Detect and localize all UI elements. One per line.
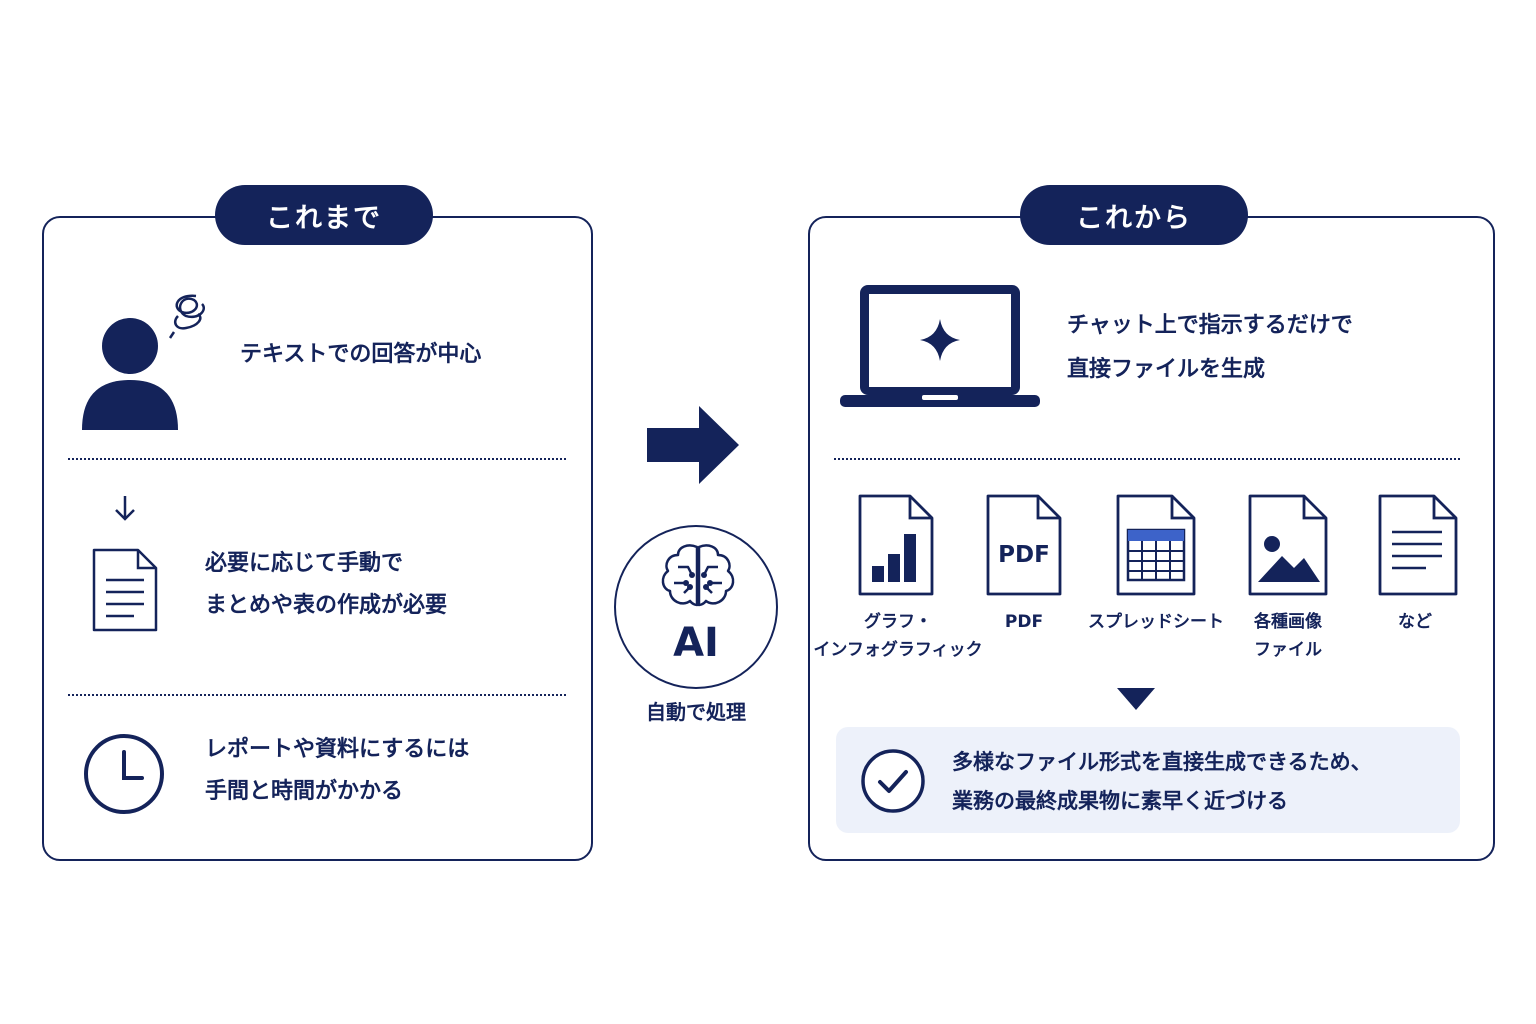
image-file-icon: [1246, 492, 1330, 598]
confused-person-icon: [78, 288, 218, 434]
after-intro-line-1: チャット上で指示するだけで: [1067, 313, 1353, 338]
chart-file-icon: [856, 492, 936, 598]
pdf-icon-label: PDF: [998, 542, 1050, 568]
result-box: [836, 727, 1460, 833]
text-file-icon: [1376, 492, 1460, 598]
before-row-2-line-1: 必要に応じて手動で: [205, 551, 404, 576]
pdf-file-icon: PDF: [984, 492, 1064, 598]
ai-badge: AI: [614, 525, 778, 689]
ai-label: AI: [673, 620, 719, 666]
file-type-label: スプレッドシート: [1080, 608, 1232, 636]
down-triangle-icon: [1117, 688, 1155, 710]
file-type-label: など: [1370, 608, 1460, 636]
before-row-2-line-2: まとめや表の作成が必要: [205, 593, 448, 618]
file-type-label: 各種画像 ファイル: [1236, 608, 1340, 664]
before-row-3-line-2: 手間と時間がかかる: [205, 779, 404, 804]
clock-icon: [82, 732, 166, 816]
auto-process-caption: 自動で処理: [646, 700, 746, 724]
divider: [68, 694, 566, 696]
before-row-1-text: テキストでの回答が中心: [240, 342, 482, 367]
laptop-sparkle-icon: [840, 283, 1040, 409]
result-line-1: 多様なファイル形式を直接生成できるため、: [952, 750, 1372, 774]
file-type-label: PDF: [974, 608, 1074, 636]
file-label-line: 各種画像: [1254, 612, 1322, 632]
result-line-2: 業務の最終成果物に素早く近づける: [952, 789, 1288, 813]
file-label-line: ファイル: [1254, 640, 1322, 660]
file-label-line: PDF: [1004, 612, 1044, 632]
spreadsheet-file-icon: [1114, 492, 1198, 598]
file-label-line: スプレッドシート: [1088, 612, 1224, 632]
after-tag: これから: [1020, 185, 1248, 245]
before-tag: これまで: [215, 185, 433, 245]
check-circle-icon: [860, 748, 926, 814]
file-label-line: インフォグラフィック: [813, 640, 983, 660]
document-icon: [90, 546, 160, 634]
after-intro-line-2: 直接ファイルを生成: [1067, 357, 1266, 382]
file-label-line: グラフ・: [864, 612, 932, 632]
before-row-3-line-1: レポートや資料にするには: [205, 737, 470, 762]
brain-icon: [656, 541, 740, 611]
file-label-line: など: [1398, 612, 1432, 632]
down-arrow-icon: [112, 494, 138, 522]
right-arrow-icon: [647, 406, 739, 484]
file-type-label: グラフ・ インフォグラフィック: [806, 608, 990, 664]
divider: [834, 458, 1460, 460]
divider: [68, 458, 566, 460]
